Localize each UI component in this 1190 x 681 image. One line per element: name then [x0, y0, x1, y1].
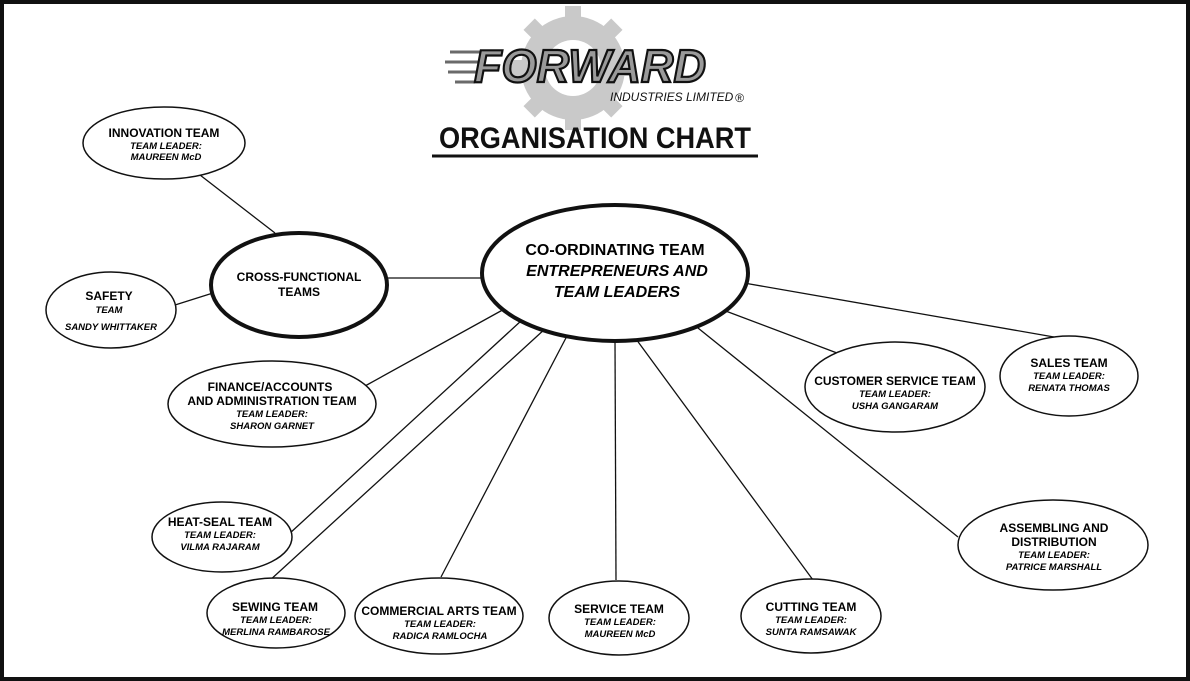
node-safety-role: TEAM	[96, 305, 124, 316]
connector-finance	[364, 306, 509, 387]
connector-service	[614, 340, 617, 581]
node-sales-leader: RENATA THOMAS	[1028, 383, 1110, 394]
node-service-team: SERVICE TEAM TEAM LEADER: MAUREEN McD	[548, 580, 690, 656]
node-heatseal-role: TEAM LEADER:	[184, 530, 256, 541]
node-assembling-role: TEAM LEADER:	[1018, 550, 1090, 561]
connector-innovation	[199, 174, 276, 234]
connectors	[174, 174, 1055, 583]
connector-commercial	[440, 333, 569, 578]
node-heatseal-name: HEAT-SEAL TEAM	[168, 515, 272, 529]
node-customer-name: CUSTOMER SERVICE TEAM	[814, 374, 976, 388]
company-logo: FORWARD INDUSTRIES LIMITED ®	[445, 6, 744, 130]
node-sewing-role: TEAM LEADER:	[240, 615, 312, 626]
node-commercial-role: TEAM LEADER:	[404, 619, 476, 630]
node-assembling-team: ASSEMBLING AND DISTRIBUTION TEAM LEADER:…	[957, 499, 1149, 591]
node-cutting-leader: SUNTA RAMSAWAK	[766, 627, 858, 638]
node-sales-team: SALES TEAM TEAM LEADER: RENATA THOMAS	[999, 335, 1139, 417]
connector-cutting	[635, 338, 814, 581]
connector-customer	[722, 309, 838, 354]
node-assembling-name2: DISTRIBUTION	[1011, 535, 1096, 549]
node-finance-leader: SHARON GARNET	[230, 421, 315, 432]
node-commercial-leader: RADICA RAMLOCHA	[393, 631, 488, 642]
node-commercial-name: COMMERCIAL ARTS TEAM	[361, 604, 516, 618]
logo-word: FORWARD	[474, 40, 706, 92]
logo-registered-mark: ®	[735, 91, 744, 105]
connector-sales	[743, 282, 1055, 338]
connector-safety	[174, 292, 214, 306]
node-cross-functional-line2: TEAMS	[278, 285, 320, 299]
node-cutting-name: CUTTING TEAM	[766, 600, 857, 614]
node-sewing-leader: MERLINA RAMBAROSE	[222, 627, 331, 638]
node-cutting-team: CUTTING TEAM TEAM LEADER: SUNTA RAMSAWAK	[740, 578, 882, 654]
node-coordinating-title: CO-ORDINATING TEAM	[525, 242, 704, 259]
node-finance-name1: FINANCE/ACCOUNTS	[208, 380, 333, 394]
node-innovation-role: TEAM LEADER:	[130, 141, 202, 152]
node-heatseal-team: HEAT-SEAL TEAM TEAM LEADER: VILMA RAJARA…	[151, 501, 293, 573]
node-finance-name2: AND ADMINISTRATION TEAM	[187, 394, 356, 408]
gear-icon	[511, 6, 635, 130]
node-coordinating-line3: TEAM LEADERS	[554, 284, 681, 301]
connector-heatseal	[288, 319, 523, 535]
node-assembling-leader: PATRICE MARSHALL	[1006, 562, 1102, 573]
node-service-leader: MAUREEN McD	[585, 629, 656, 640]
node-sewing-team: SEWING TEAM TEAM LEADER: MERLINA RAMBARO…	[206, 577, 346, 649]
node-customer-service-team: CUSTOMER SERVICE TEAM TEAM LEADER: USHA …	[804, 341, 986, 433]
node-finance-role: TEAM LEADER:	[236, 409, 308, 420]
node-customer-leader: USHA GANGARAM	[852, 401, 939, 412]
node-safety-team: SAFETY TEAM SANDY WHITTAKER	[45, 271, 177, 349]
node-innovation-leader: MAUREEN McD	[131, 152, 202, 163]
node-sales-role: TEAM LEADER:	[1033, 371, 1105, 382]
node-coordinating-line2: ENTREPRENEURS AND	[526, 263, 708, 280]
node-heatseal-leader: VILMA RAJARAM	[180, 542, 260, 553]
node-cross-functional: CROSS-FUNCTIONAL TEAMS	[209, 231, 389, 339]
node-cutting-role: TEAM LEADER:	[775, 615, 847, 626]
node-sales-name: SALES TEAM	[1030, 356, 1107, 370]
node-sewing-name: SEWING TEAM	[232, 600, 318, 614]
node-commercial-arts-team: COMMERCIAL ARTS TEAM TEAM LEADER: RADICA…	[354, 577, 524, 655]
logo-company-name: INDUSTRIES LIMITED	[610, 90, 734, 104]
node-safety-name: SAFETY	[85, 289, 132, 303]
node-safety-leader: SANDY WHITTAKER	[65, 322, 157, 333]
connector-assembling	[692, 323, 959, 538]
speed-lines	[445, 50, 485, 84]
node-assembling-name1: ASSEMBLING AND	[1000, 521, 1109, 535]
node-cross-functional-line1: CROSS-FUNCTIONAL	[237, 270, 362, 284]
node-customer-role: TEAM LEADER:	[859, 389, 931, 400]
connector-sewing	[267, 327, 547, 583]
node-innovation-name: INNOVATION TEAM	[109, 126, 220, 140]
node-coordinating-team: CO-ORDINATING TEAM ENTREPRENEURS AND TEA…	[480, 203, 750, 343]
node-service-role: TEAM LEADER:	[584, 617, 656, 628]
node-service-name: SERVICE TEAM	[574, 602, 664, 616]
page-title: ORGANISATION CHART	[439, 122, 751, 155]
node-innovation-team: INNOVATION TEAM TEAM LEADER: MAUREEN McD	[82, 106, 246, 180]
node-finance-team: FINANCE/ACCOUNTS AND ADMINISTRATION TEAM…	[167, 360, 377, 448]
